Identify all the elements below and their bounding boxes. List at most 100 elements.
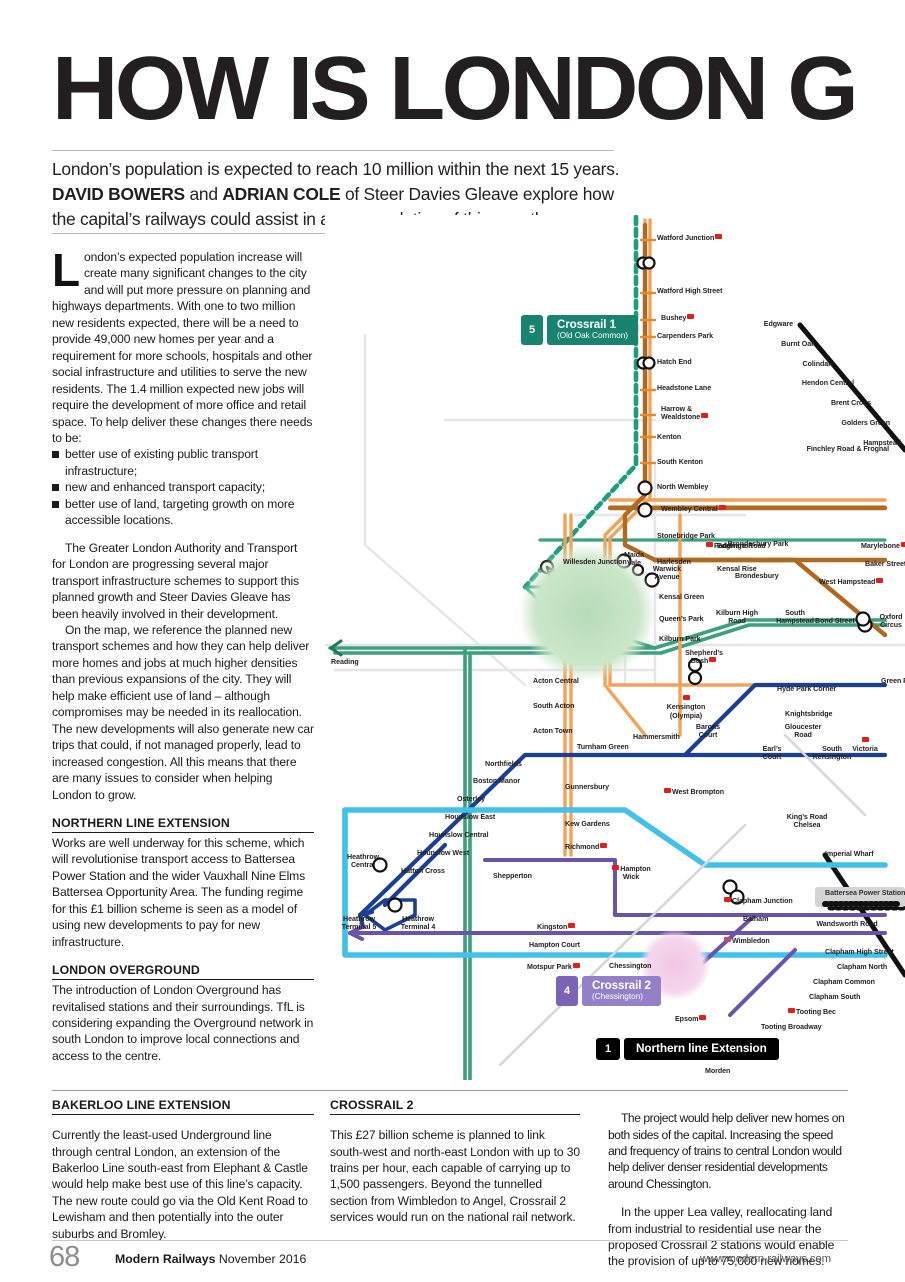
station-label: North Wembley [657,483,709,491]
divider-bottom-section [52,1090,848,1091]
paragraph-project-homes: The project would help deliver new homes… [608,1111,845,1191]
station-label: Kensal Rise [717,565,757,573]
paragraph-gla: The Greater London Authority and Transpo… [52,540,299,621]
key-number: 5 [521,315,543,345]
station-label: Brondesbury Park [727,540,789,548]
paragraph-lea-valley: In the upper Lea valley, reallocating la… [608,1205,835,1269]
station-label: Hampton Wick [607,865,655,882]
station-label: Harrow & Wealdstone [661,405,719,422]
article-column-3: The project would help deliver new homes… [608,1098,848,1282]
station-label: Wembley Central [661,505,727,513]
station-label: Queen’s Park [659,615,704,623]
section-northern-line-extension: NORTHERN LINE EXTENSION Works are well u… [52,816,314,950]
station-label: Balham [743,915,769,923]
author-2: ADRIAN COLE [222,184,341,204]
standfirst-line-1: London’s population is expected to reach… [52,159,620,179]
key-body: Northern line Extension [624,1038,779,1060]
station-label: Motspur Park [527,963,581,971]
station-label: Brondesbury [735,572,779,580]
station-label: Finchley Road & Frognal [806,445,889,453]
station-label: Green Park [881,677,905,685]
station-label: Oxford Circus [879,613,903,630]
station-label: Northfields [485,760,522,768]
brown-line [607,222,888,638]
green-opportunity-glow [520,545,655,680]
paragraph-intro-text: ondon’s expected population increase wil… [52,250,313,445]
station-label: Willesden Junction [563,558,627,566]
divider-footer [52,1240,848,1241]
station-label: Acton Town [533,727,573,735]
station-label: Turnham Green [577,743,629,751]
station-label: Gunnersbury [565,783,609,791]
key-subtitle: (Chessington) [592,992,643,1001]
station-label: Hounslow Central [429,831,489,839]
terminus-label-hampton-court: Hampton Court [529,941,580,949]
map-key-crossrail-1[interactable]: 5 Crossrail 1 (Old Oak Common) [521,315,638,345]
station-label: Hounslow East [445,813,496,821]
station-label: Kilburn High Road [716,609,758,626]
station-label: Harlesden [657,558,691,566]
station-label: Chessington [609,962,652,970]
london-rail-map: Watford Junction Watford High Street Bus… [325,215,905,1080]
key-number: 4 [556,976,578,1006]
station-label: West Hampstead [819,578,884,586]
section-body: Currently the least-used Underground lin… [52,1128,308,1241]
station-label: Burnt Oak [781,340,815,348]
station-label: King’s Road Chelsea [786,813,828,830]
station-label: Gloucester Road [784,723,822,740]
section-heading: LONDON OVERGROUND [52,963,314,981]
publication-name: Modern Railways [115,1252,216,1266]
station-label: Hampstead [863,439,901,447]
key-title: Crossrail 2 [592,978,651,992]
issue-date: November 2016 [215,1252,307,1266]
station-label: Battersea Power Station [825,889,905,897]
station-label: Brent Cross [830,399,871,407]
station-label: Hatton Cross [401,867,445,875]
station-ticks-orange [639,238,657,465]
station-label: Bond Street [815,617,855,625]
key-subtitle: (Old Oak Common) [557,331,628,340]
section-heading: NORTHERN LINE EXTENSION [52,816,314,833]
map-key-northern-line-extension[interactable]: 1 Northern line Extension [596,1038,779,1060]
page-number: 68 [49,1241,80,1273]
station-label: Wimbledon [723,937,770,945]
footer-publication: Modern Railways November 2016 [115,1252,306,1266]
station-label: South Kenton [657,458,703,466]
battersea-development-bar [815,887,905,907]
station-label: Stonebridge Park [657,532,715,540]
list-item: new and enhanced transport capacity; [52,479,314,495]
station-label: Headstone Lane [657,384,712,392]
page-title: HOW IS LONDON G [52,39,859,139]
list-item: better use of existing public transport … [52,446,314,479]
section-london-overground: LONDON OVERGROUND The introduction of Lo… [52,963,314,1064]
station-label: South Kensington [812,745,852,762]
station-label: Knightsbridge [785,710,833,718]
station-label: Baker Street [865,560,905,568]
station-label: Colindale [802,360,835,368]
key-title: Crossrail 1 [557,317,616,331]
station-label: Clapham Junction [723,897,793,905]
station-label: Paddington [705,542,753,550]
standfirst-line-2-rest: of Steer Davies Gleave explore how [340,184,614,204]
station-label: South Acton [533,702,575,710]
station-label: Osterley [457,795,485,803]
station-label: Edgware Road [717,542,766,550]
station-label: Clapham North [837,963,888,971]
station-label: Edgware [763,320,793,328]
section-body: This £27 billion scheme is planned to li… [330,1128,580,1225]
station-label: Watford Junction [657,234,723,242]
station-label: Barons Court [695,723,721,740]
terminus-label-reading: Reading [331,658,359,666]
station-label: Warwick Avenue [652,565,682,582]
station-label: Hounslow West [417,849,470,857]
key-title: Northern line Extension [636,1041,767,1056]
station-label: Heathrow Central [347,853,379,870]
drop-cap: L [52,244,80,296]
station-label: Imperial Wharf [825,850,874,858]
map-key-crossrail-2[interactable]: 4 Crossrail 2 (Chessington) [556,976,661,1006]
station-label: Earl’s Court [762,745,782,762]
station-label: Epsom [675,1015,707,1023]
